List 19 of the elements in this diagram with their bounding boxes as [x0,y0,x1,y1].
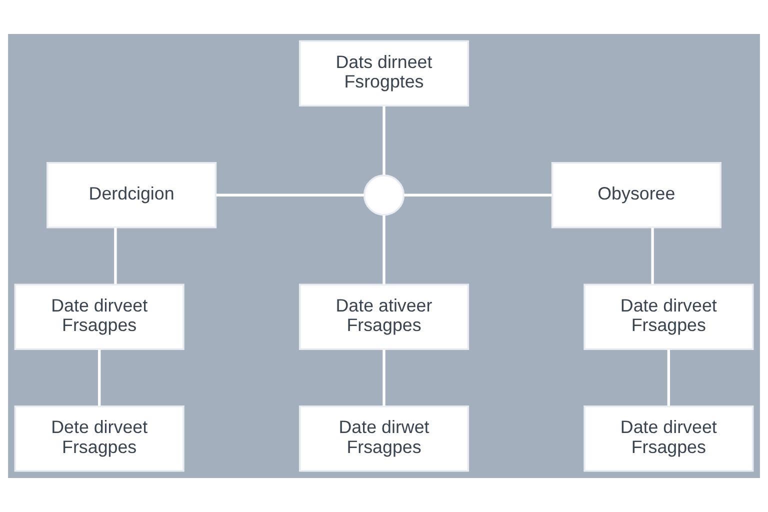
node-box: Derdcigion [46,162,217,228]
connector [216,194,364,196]
node-box: Obysoree [551,162,722,228]
node-box: Dats dirneet Fsrogptes [298,40,470,106]
node-box: Date dirveet Frsagpes [584,406,754,472]
connector [382,350,386,406]
node-box: Dete dirveet Frsagpes [14,406,184,472]
connector [114,228,117,284]
connector [382,106,386,176]
connector [667,350,670,406]
node-box: Date ativeer Frsagpes [298,284,470,350]
connector [382,215,386,284]
connector [404,194,552,196]
node-circle [363,174,405,216]
node-box: Date dirveet Frsagpes [14,284,184,350]
node-box: Date dirveet Frsagpes [584,284,754,350]
connector [98,350,101,406]
node-box: Date dirwet Frsagpes [298,406,470,472]
connector [651,228,654,284]
